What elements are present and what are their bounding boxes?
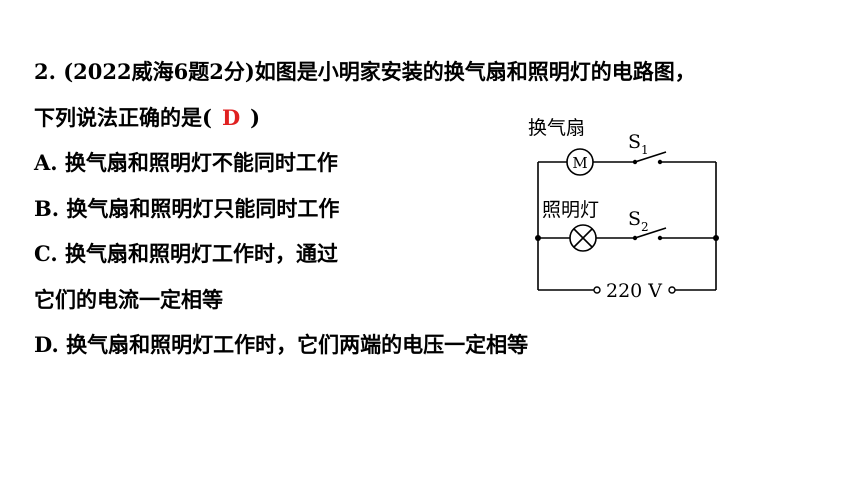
- circuit-diagram: M 换气扇 S1 照明灯 S2 220 V: [528, 117, 719, 302]
- switch1-label: S1: [628, 131, 649, 157]
- option-d: D. 换气扇和照明灯工作时，它们两端的电压一定相等: [34, 332, 529, 357]
- question-stem-line2: 下列说法正确的是( D): [34, 104, 260, 132]
- stem-suffix: ): [250, 105, 261, 130]
- switch1-blade: [634, 151, 667, 163]
- answer-label: D: [221, 105, 241, 130]
- fan-label: 换气扇: [528, 117, 585, 139]
- motor-letter: M: [572, 154, 587, 172]
- option-c-line2: 它们的电流一定相等: [34, 287, 223, 312]
- voltage-label: 220 V: [606, 280, 662, 302]
- stem-prefix: 下列说法正确的是(: [34, 105, 212, 130]
- lamp-label: 照明灯: [542, 199, 599, 221]
- supply-terminal-left: [593, 286, 601, 294]
- switch2-blade: [634, 227, 667, 239]
- circuit-nodes: [535, 159, 719, 241]
- switch2-label: S2: [628, 208, 649, 234]
- option-b: B. 换气扇和照明灯只能同时工作: [34, 196, 340, 221]
- question-stem-line1: 2. (2022威海6题2分)如图是小明家安装的换气扇和照明灯的电路图，: [34, 59, 696, 84]
- option-c-line1: C. 换气扇和照明灯工作时，通过: [34, 241, 338, 266]
- lamp-symbol: [569, 224, 597, 252]
- supply-terminal-right: [668, 286, 676, 294]
- motor-symbol: [566, 148, 594, 176]
- option-a: A. 换气扇和照明灯不能同时工作: [34, 150, 338, 175]
